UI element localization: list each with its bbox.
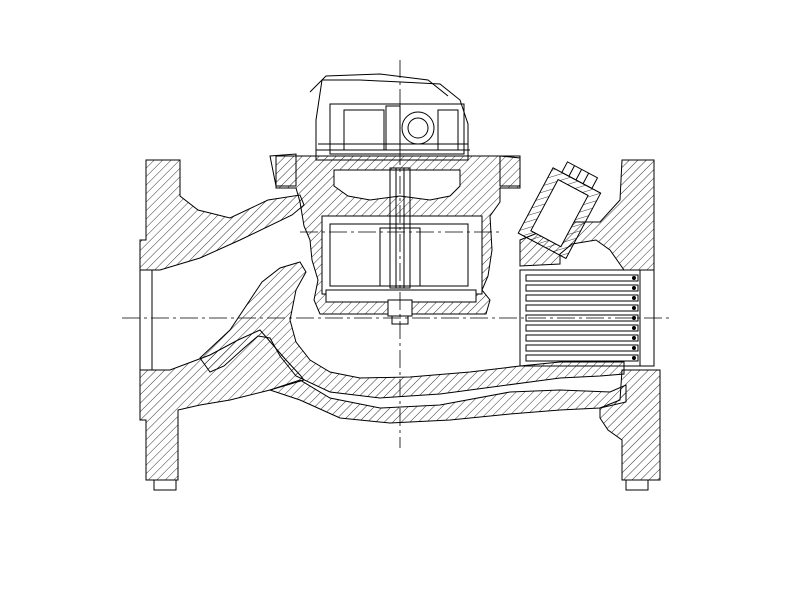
strainer-fin — [525, 274, 639, 282]
strainer — [519, 269, 655, 367]
internal-partition — [199, 261, 625, 399]
strainer-fin — [525, 304, 639, 312]
centerlines — [122, 60, 672, 448]
inclined-plug — [517, 161, 602, 260]
strainer-fin-pin — [632, 286, 636, 290]
strainer-fin — [525, 344, 639, 352]
strainer-fin-pin — [632, 336, 636, 340]
strainer-fin-pin — [632, 296, 636, 300]
strainer-fin-pin — [632, 276, 636, 280]
strainer-fin — [525, 334, 639, 342]
strainer-fin-pin — [632, 346, 636, 350]
strainer-fin — [525, 354, 639, 362]
strainer-fins — [525, 274, 639, 362]
strainer-fin-pin — [632, 356, 636, 360]
strainer-fin — [525, 324, 639, 332]
strainer-fin — [525, 294, 639, 302]
strainer-fin-pin — [632, 326, 636, 330]
strainer-fin-pin — [632, 316, 636, 320]
strainer-fin — [525, 284, 639, 292]
body-bottom-wall — [268, 379, 627, 424]
strainer-fin-pin — [632, 306, 636, 310]
